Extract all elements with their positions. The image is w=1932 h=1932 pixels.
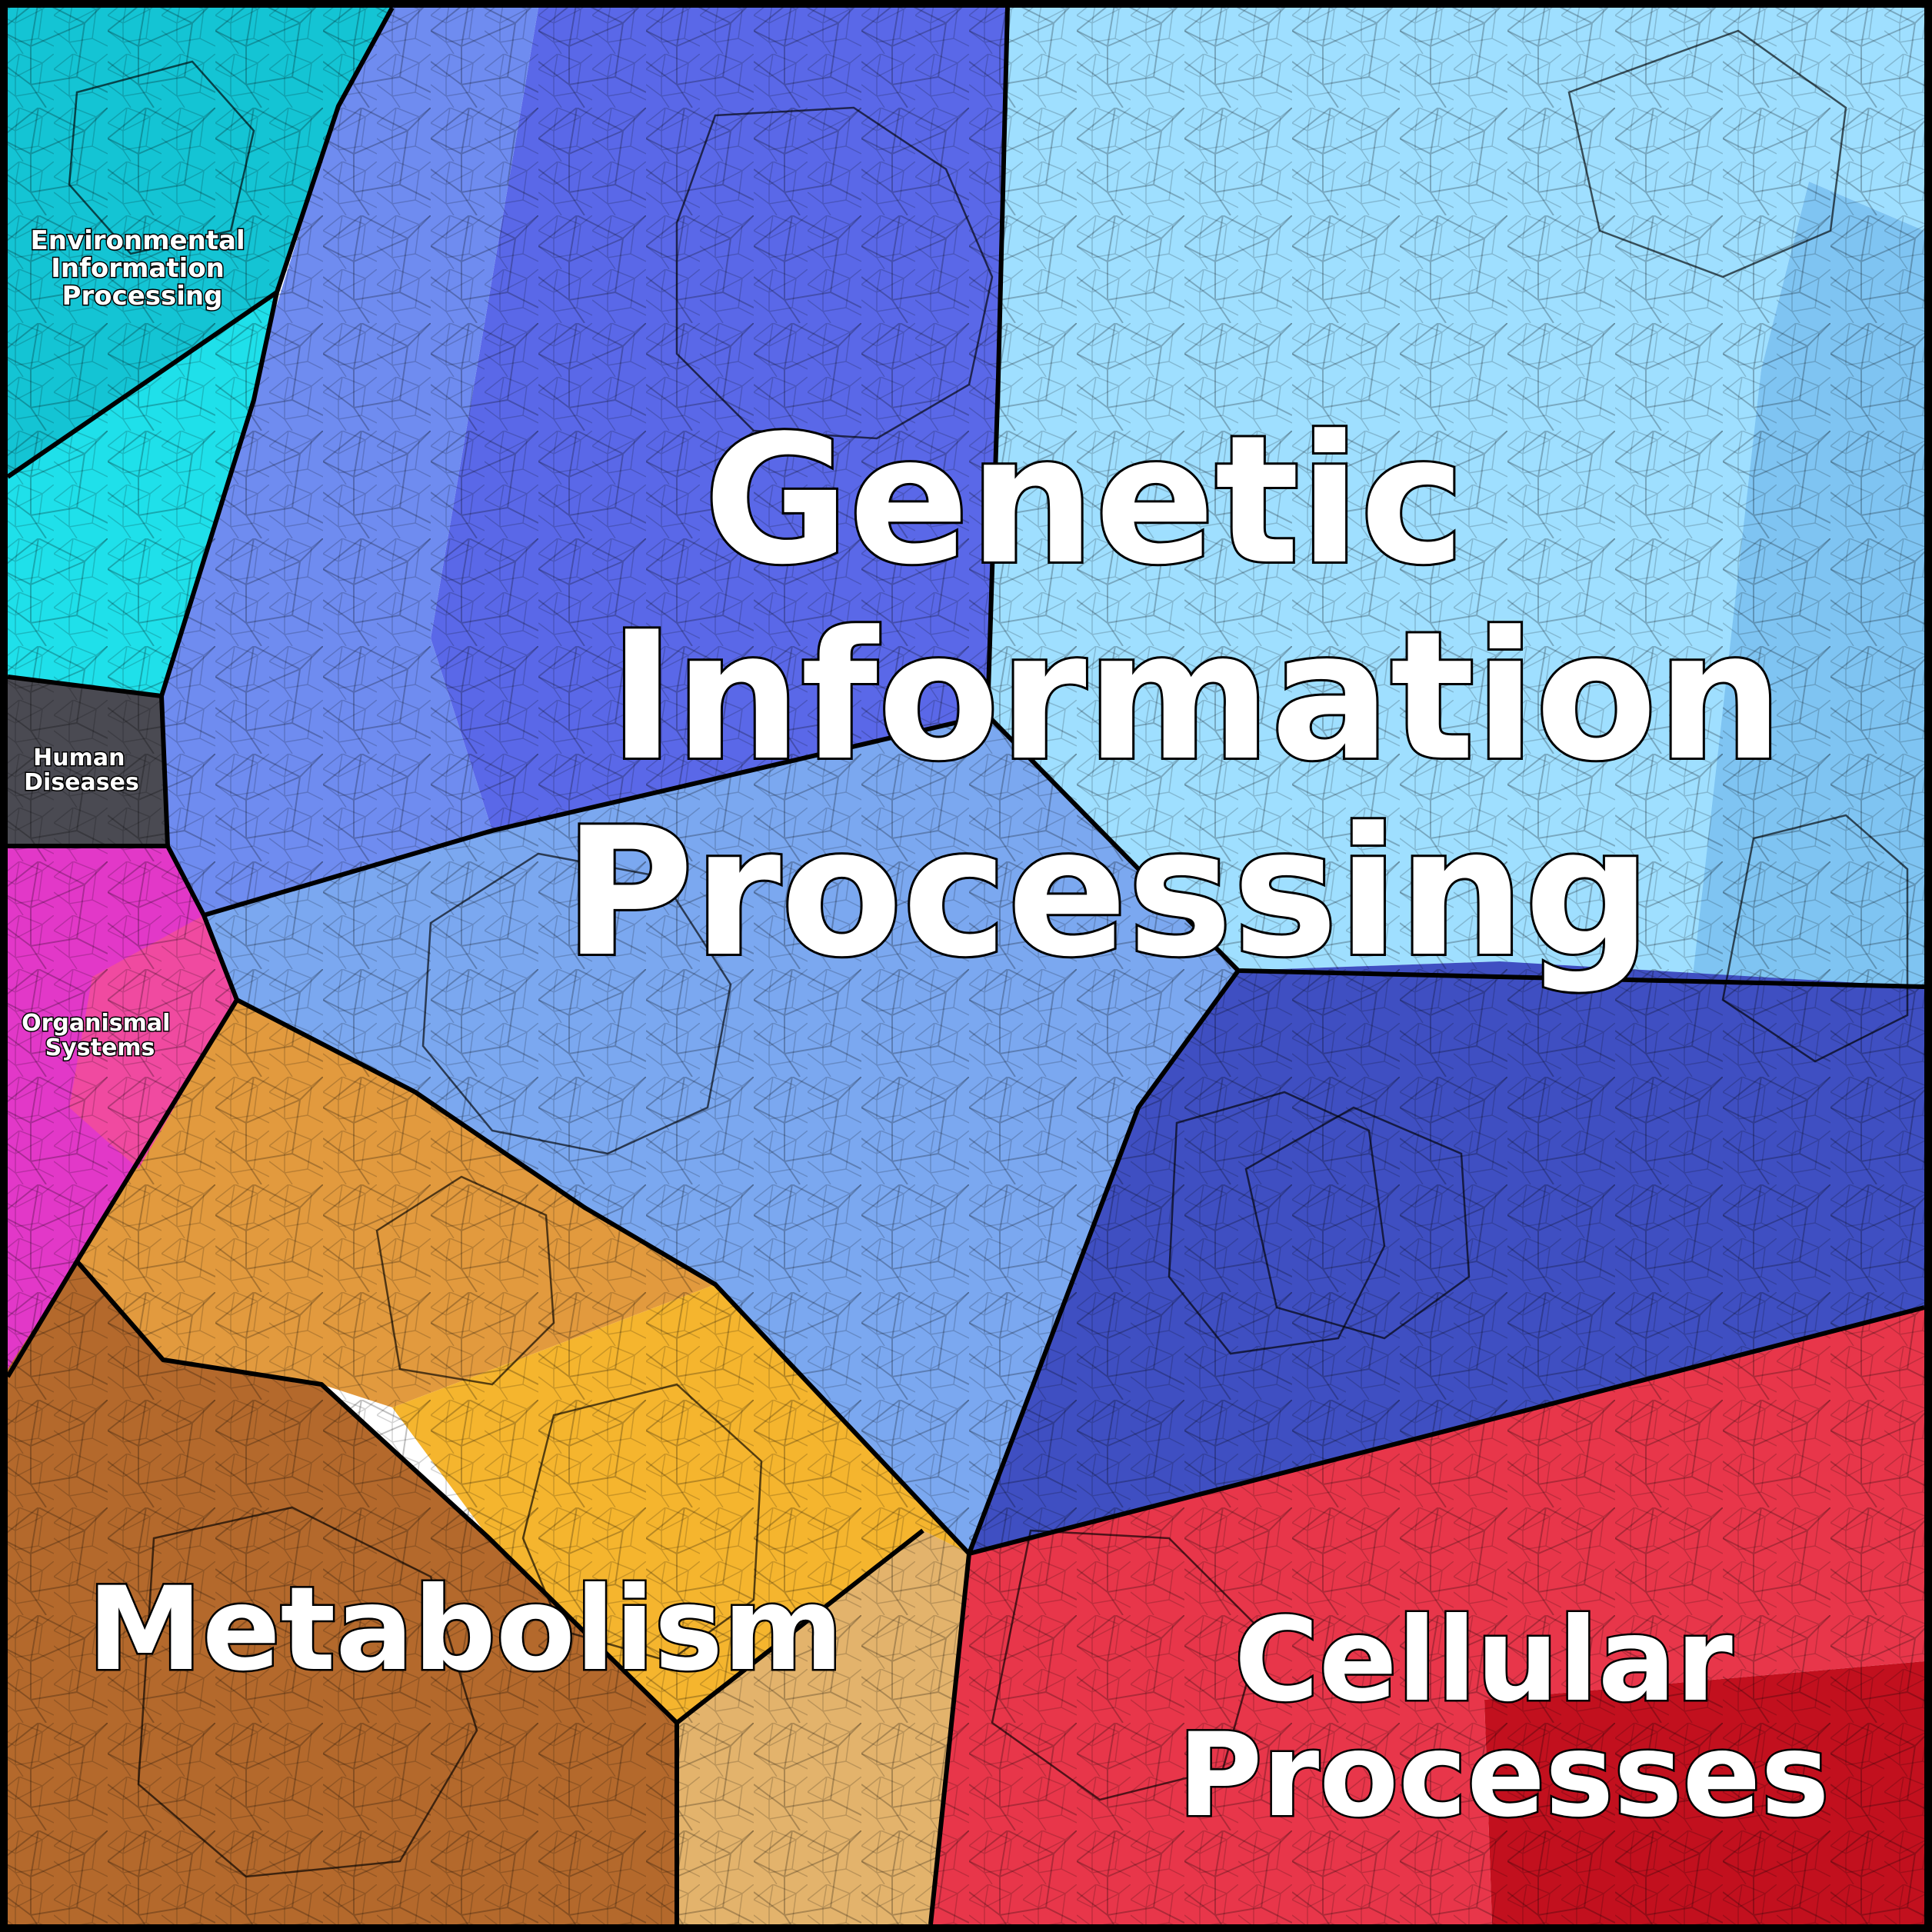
cellular-label-line-2: Processes [1178,1709,1829,1843]
border-line [928,1553,971,1925]
organismal-label-line-1: Organismal [22,1010,170,1037]
large-cells [68,29,1909,1878]
large-cell [1567,29,1847,278]
large-cell [991,1529,1263,1801]
region-borders [5,6,1925,1925]
large-cell [675,106,994,440]
large-cell [1721,814,1909,1063]
organismal-label: Organismal Systems [22,1010,178,1061]
large-cell [137,1506,478,1878]
human-label: Human Diseases [24,744,139,796]
border-line [75,1260,924,1725]
region-labels: Genetic Information Processing Metabolis… [21,225,1844,1845]
large-cell [1244,1106,1471,1340]
border-line [7,675,162,698]
human-label-line-2: Diseases [24,769,139,796]
large-cell [421,852,732,1155]
genetic-label-line-1: Genetic [704,398,1465,604]
organismal-label-line-2: Systems [45,1034,155,1061]
cellular-label: Cellular Processes [1178,1594,1829,1843]
large-cell [521,1383,763,1663]
large-cell [1168,1091,1386,1355]
genetic-label-line-3: Processing [564,791,1651,996]
environmental-label-line-3: Processing [62,281,223,311]
border-line [203,713,988,918]
border-line [235,998,971,1556]
genetic-label-line-2: Information [609,595,1783,800]
large-cell [68,60,255,255]
human-label-line-1: Human [33,744,125,771]
metabolism-label: Metabolism [88,1563,844,1697]
environmental-label: Environmental Information Processing [31,225,255,311]
metabolism-label-line-1: Metabolism [88,1563,844,1697]
genetic-label: Genetic Information Processing [564,398,1844,996]
large-cell [375,1175,555,1386]
border-line [6,290,278,479]
environmental-label-line-1: Environmental [31,225,245,256]
environmental-label-line-2: Information [51,253,225,284]
cellular-label-line-1: Cellular [1234,1594,1733,1727]
border-line [5,6,395,1378]
